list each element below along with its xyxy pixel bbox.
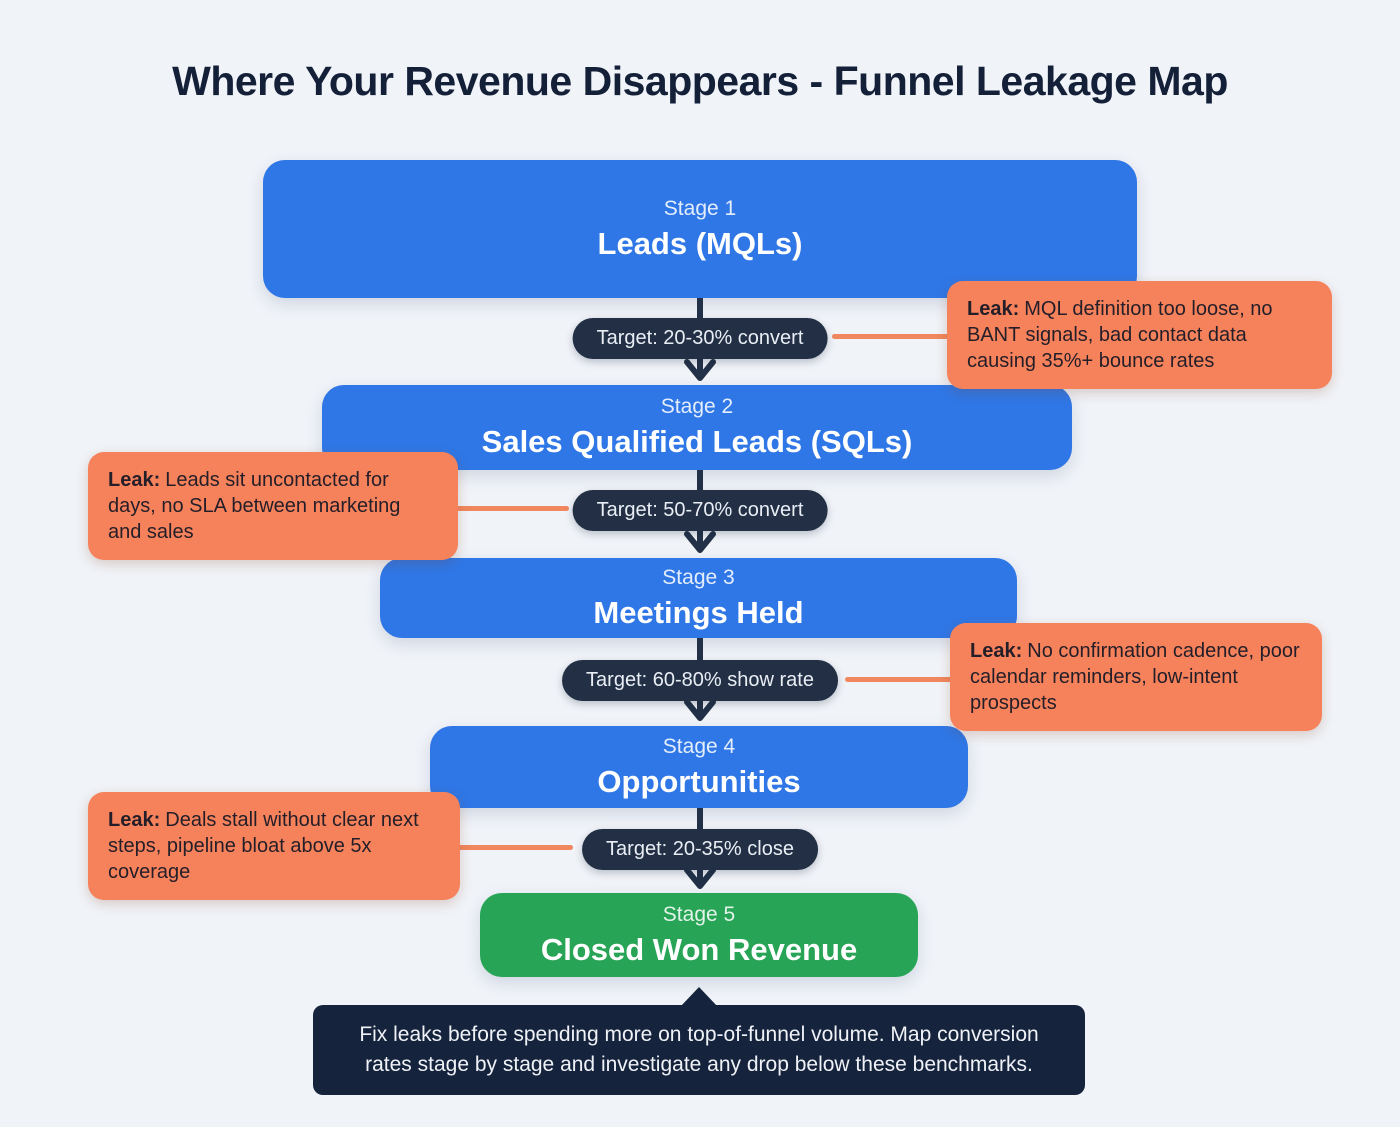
leak-connector-line <box>455 506 569 511</box>
leak-text: Deals stall without clear next steps, pi… <box>108 809 419 883</box>
leak-prefix: Leak: <box>108 809 161 831</box>
stage-4-label: Stage 4 <box>662 734 736 758</box>
stage-5-label: Stage 5 <box>662 902 736 926</box>
target-pill-1: Target: 20-30% convert <box>572 318 828 359</box>
target-pill-3: Target: 60-80% show rate <box>562 660 838 701</box>
leak-note-1: Leak:MQL definition too loose, no BANT s… <box>947 281 1332 389</box>
stage-5-name: Closed Won Revenue <box>540 931 858 967</box>
stage-2-label: Stage 2 <box>660 395 734 418</box>
leak-text: No confirmation cadence, poor calendar r… <box>970 640 1300 714</box>
stage-3-label: Stage 3 <box>662 565 735 589</box>
stage-4-name: Opportunities <box>597 763 801 799</box>
stage-1-name: Leads (MQLs) <box>597 225 803 261</box>
leak-note-3: Leak:No confirmation cadence, poor calen… <box>950 623 1322 731</box>
stage-5-box: Stage 5 Closed Won Revenue <box>480 893 918 977</box>
leak-prefix: Leak: <box>970 640 1023 662</box>
leak-text: MQL definition too loose, no BANT signal… <box>967 298 1273 372</box>
stage-3-box: Stage 3 Meetings Held <box>380 558 1017 638</box>
stage-2-name: Sales Qualified Leads (SQLs) <box>481 424 913 459</box>
leak-text: Leads sit uncontacted for days, no SLA b… <box>108 469 401 543</box>
leak-note-4: Leak:Deals stall without clear next step… <box>88 792 460 900</box>
stage-4-box: Stage 4 Opportunities <box>430 726 968 808</box>
leak-prefix: Leak: <box>108 469 161 491</box>
target-pill-4: Target: 20-35% close <box>582 829 818 870</box>
leak-connector-line <box>845 677 955 682</box>
stage-1-label: Stage 1 <box>663 196 737 220</box>
page-title: Where Your Revenue Disappears - Funnel L… <box>172 58 1228 104</box>
leak-connector-line <box>832 334 950 339</box>
leak-connector-line <box>458 845 573 850</box>
leak-prefix: Leak: <box>967 298 1020 320</box>
stage-2-box: Stage 2 Sales Qualified Leads (SQLs) <box>322 385 1072 470</box>
stage-1-box: Stage 1 Leads (MQLs) <box>263 160 1137 298</box>
target-pill-2: Target: 50-70% convert <box>572 490 828 531</box>
stage-3-name: Meetings Held <box>593 594 804 630</box>
leak-note-2: Leak:Leads sit uncontacted for days, no … <box>88 452 458 560</box>
footer-advice-callout: Fix leaks before spending more on top-of… <box>313 987 1085 1095</box>
